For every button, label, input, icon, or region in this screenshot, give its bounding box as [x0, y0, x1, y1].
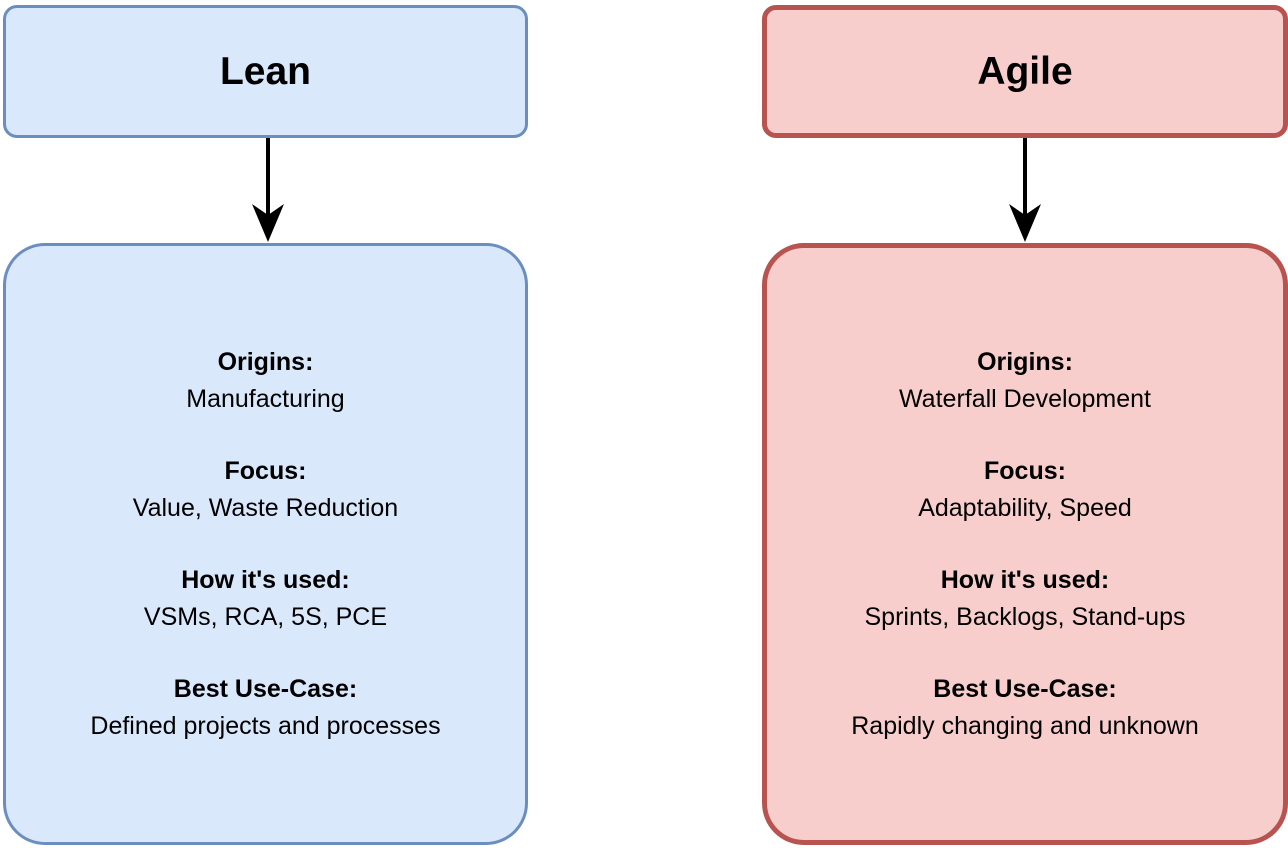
detail-label-best-use-case: Best Use-Case:	[173, 674, 358, 703]
detail-item-origins: Origins: Waterfall Development	[899, 344, 1151, 418]
header-title-agile: Agile	[977, 50, 1073, 93]
detail-item-focus: Focus: Adaptability, Speed	[918, 453, 1132, 527]
detail-item-how-its-used: How it's used: Sprints, Backlogs, Stand-…	[864, 562, 1185, 636]
detail-label-focus: Focus:	[224, 456, 307, 485]
detail-item-origins: Origins: Manufacturing	[186, 344, 344, 418]
detail-box-agile[interactable]: Origins: Waterfall Development Focus: Ad…	[762, 243, 1288, 845]
detail-box-lean[interactable]: Origins: Manufacturing Focus: Value, Was…	[3, 243, 528, 845]
detail-value-focus: Adaptability, Speed	[918, 493, 1132, 522]
detail-item-how-its-used: How it's used: VSMs, RCA, 5S, PCE	[144, 562, 387, 636]
detail-value-best-use-case: Rapidly changing and unknown	[851, 711, 1199, 740]
detail-label-origins: Origins:	[977, 347, 1073, 376]
detail-label-best-use-case: Best Use-Case:	[933, 674, 1117, 703]
header-title-lean: Lean	[219, 50, 312, 93]
detail-value-how-its-used: Sprints, Backlogs, Stand-ups	[864, 602, 1186, 631]
detail-value-how-its-used: VSMs, RCA, 5S, PCE	[143, 602, 388, 631]
detail-label-focus: Focus:	[984, 456, 1066, 485]
detail-list-agile: Origins: Waterfall Development Focus: Ad…	[851, 344, 1198, 745]
header-box-agile[interactable]: Agile	[762, 5, 1288, 138]
detail-value-origins: Waterfall Development	[899, 384, 1151, 413]
detail-value-focus: Value, Waste Reduction	[132, 493, 399, 522]
header-box-lean[interactable]: Lean	[3, 5, 528, 138]
detail-item-best-use-case: Best Use-Case: Rapidly changing and unkn…	[851, 671, 1198, 745]
detail-item-best-use-case: Best Use-Case: Defined projects and proc…	[90, 671, 440, 745]
detail-value-origins: Manufacturing	[186, 384, 345, 413]
detail-label-origins: Origins:	[217, 347, 314, 376]
detail-item-focus: Focus: Value, Waste Reduction	[133, 453, 398, 527]
connector-arrow-agile	[1009, 138, 1041, 242]
detail-value-best-use-case: Defined projects and processes	[90, 711, 441, 740]
connector-arrow-lean	[252, 138, 284, 242]
detail-list-lean: Origins: Manufacturing Focus: Value, Was…	[90, 344, 440, 745]
detail-label-how-its-used: How it's used:	[181, 565, 350, 594]
detail-label-how-its-used: How it's used:	[940, 565, 1110, 594]
